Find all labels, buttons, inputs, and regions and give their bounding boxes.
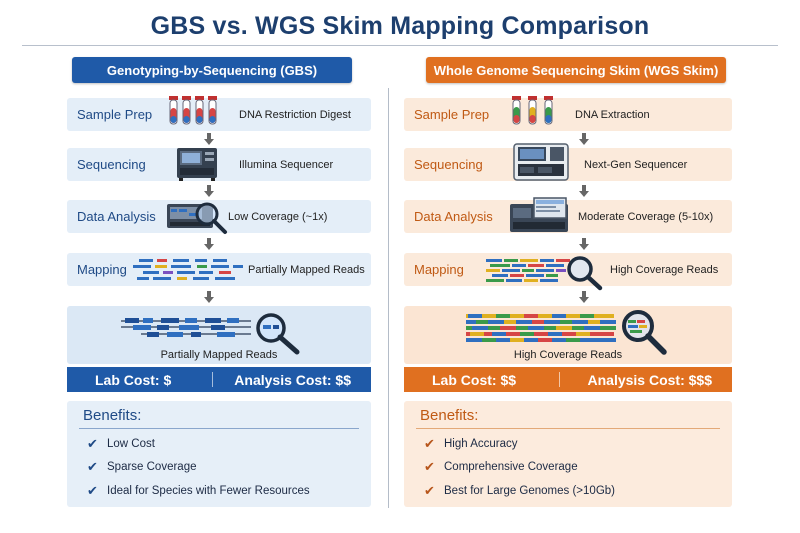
wgs-header: Whole Genome Sequencing Skim (WGS Skim) [426, 57, 726, 83]
reads-icon [133, 259, 243, 280]
arrow-down-icon [579, 133, 589, 145]
benefit-text: Sparse Coverage [107, 461, 197, 473]
wgs-column: Whole Genome Sequencing Skim (WGS Skim) … [404, 0, 732, 533]
checkmark-icon: ✔ [424, 436, 435, 451]
benefits-divider [79, 428, 359, 429]
benefit-text: Best for Large Genomes (>10Gb) [444, 485, 615, 497]
step-desc: DNA Restriction Digest [239, 108, 351, 121]
benefit-text: Ideal for Species with Fewer Resources [107, 485, 310, 497]
arrow-down-icon [204, 238, 214, 250]
step-label: Mapping [77, 262, 127, 277]
step-desc: Low Coverage (~1x) [228, 210, 328, 223]
high-coverage-reads-icon [466, 310, 667, 355]
title-divider [22, 45, 778, 46]
benefit-text: High Accuracy [444, 438, 518, 450]
lab-cost: Lab Cost: $ [95, 372, 172, 388]
column-divider [388, 88, 389, 508]
reads-magnifier-icon [486, 256, 603, 291]
analysis-magnifier-icon [167, 202, 227, 234]
benefit-text: Comprehensive Coverage [444, 461, 578, 473]
gbs-step-sample-prep: Sample Prep DNA Restriction Digest [67, 96, 371, 131]
checkmark-icon: ✔ [424, 459, 435, 474]
benefits-divider [416, 428, 720, 429]
checkmark-icon: ✔ [87, 483, 98, 498]
sequencer-screen-icon [510, 197, 568, 232]
arrow-down-icon [204, 291, 214, 303]
wgs-step-mapping: Mapping High Coverage Reads [404, 253, 732, 291]
gbs-benefits-panel: Benefits: ✔ Low Cost ✔ Sparse Coverage ✔… [67, 401, 371, 507]
wgs-mapped-reads-panel: High Coverage Reads [404, 306, 732, 364]
benefit-item: ✔ Low Cost [87, 436, 155, 452]
step-label: Data Analysis [414, 209, 493, 224]
analysis-cost: Analysis Cost: $$ [234, 372, 351, 388]
partially-mapped-reads-icon [121, 313, 300, 355]
test-tubes-icon [512, 96, 553, 125]
sequencer-icon [513, 143, 569, 181]
lab-cost: Lab Cost: $$ [432, 372, 517, 388]
checkmark-icon: ✔ [424, 483, 435, 498]
cost-separator [212, 372, 213, 387]
cost-separator [559, 372, 560, 387]
step-desc: Illumina Sequencer [239, 158, 334, 171]
benefit-text: Low Cost [107, 438, 155, 450]
step-label: Mapping [414, 262, 464, 277]
arrow-down-icon [579, 291, 589, 303]
analysis-cost: Analysis Cost: $$$ [587, 372, 713, 388]
step-desc: Partially Mapped Reads [248, 263, 365, 276]
benefits-title: Benefits: [83, 407, 142, 424]
benefit-item: ✔ Comprehensive Coverage [424, 459, 578, 475]
gbs-cost-bar: Lab Cost: $ Analysis Cost: $$ [67, 367, 371, 392]
wgs-benefits-panel: Benefits: ✔ High Accuracy ✔ Comprehensiv… [404, 401, 732, 507]
wgs-step-sequencing: Sequencing Next-Gen Sequencer [404, 143, 732, 181]
step-label: Data Analysis [77, 209, 156, 224]
step-desc: Next-Gen Sequencer [584, 158, 688, 171]
gbs-step-sequencing: Sequencing Illumina Sequencer [67, 148, 371, 181]
wgs-cost-bar: Lab Cost: $$ Analysis Cost: $$$ [404, 367, 732, 392]
arrow-down-icon [579, 185, 589, 197]
benefit-item: ✔ Ideal for Species with Fewer Resources [87, 483, 310, 499]
arrow-down-icon [204, 185, 214, 197]
checkmark-icon: ✔ [87, 459, 98, 474]
wgs-step-sample-prep: Sample Prep DNA Extraction [404, 96, 732, 131]
page-title: GBS vs. WGS Skim Mapping Comparison [150, 12, 650, 40]
step-label: Sample Prep [414, 107, 490, 122]
arrow-down-icon [204, 133, 214, 145]
result-caption: Partially Mapped Reads [160, 349, 278, 361]
arrow-down-icon [579, 238, 589, 250]
benefits-title: Benefits: [420, 407, 479, 424]
benefit-item: ✔ Sparse Coverage [87, 459, 197, 475]
sequencer-icon [177, 148, 217, 181]
gbs-step-data-analysis: Data Analysis Low Coverage (~1x) [67, 200, 371, 234]
gbs-mapped-reads-panel: Partially Mapped Reads [67, 306, 371, 364]
step-label: Sequencing [77, 157, 146, 172]
benefit-item: ✔ High Accuracy [424, 436, 518, 452]
step-desc: DNA Extraction [575, 108, 650, 121]
wgs-step-data-analysis: Data Analysis Moderate Coverage (5-10x) [404, 197, 732, 233]
step-desc: Moderate Coverage (5-10x) [578, 210, 714, 223]
checkmark-icon: ✔ [87, 436, 98, 451]
result-caption: High Coverage Reads [513, 349, 623, 361]
step-desc: High Coverage Reads [610, 263, 719, 276]
gbs-step-mapping: Mapping Partially Mapped Reads [67, 253, 371, 286]
benefit-item: ✔ Best for Large Genomes (>10Gb) [424, 483, 615, 499]
step-label: Sample Prep [77, 107, 153, 122]
step-label: Sequencing [414, 157, 483, 172]
test-tubes-icon [169, 96, 217, 125]
gbs-column: Genotyping-by-Sequencing (GBS) Sample Pr… [67, 0, 371, 533]
gbs-header: Genotyping-by-Sequencing (GBS) [72, 57, 352, 83]
